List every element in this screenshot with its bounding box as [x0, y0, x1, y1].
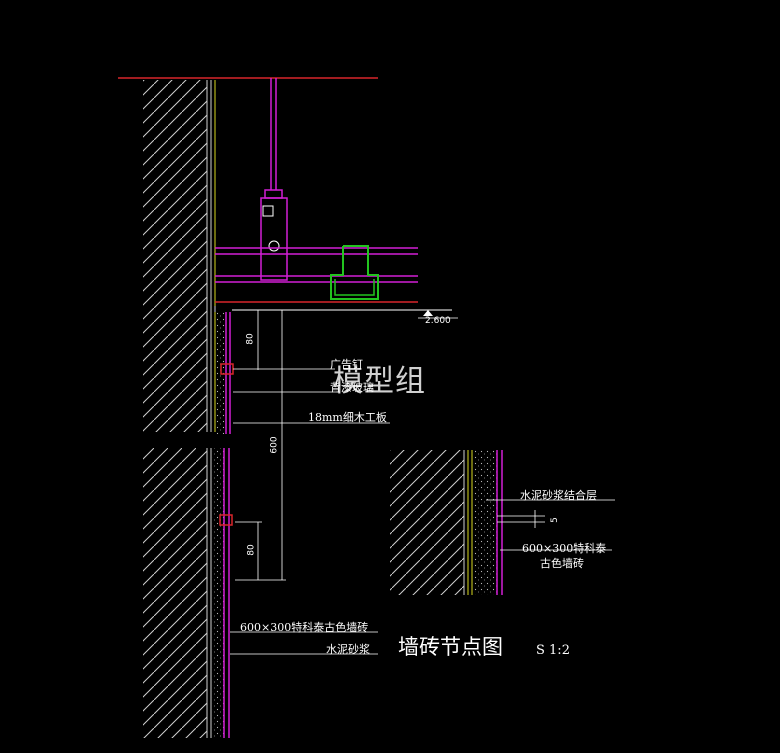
- upper-dim-600: 600: [269, 436, 280, 454]
- drawing-scale: S 1:2: [536, 643, 570, 658]
- label-cement-mortar: 水泥砂浆: [326, 643, 370, 656]
- watermark: 模型组: [333, 364, 426, 399]
- lower-concrete-wall: [143, 448, 233, 738]
- upper-dim-80: 80: [245, 333, 256, 345]
- lower-dimensions: [230, 521, 378, 655]
- label-wall-tile: 600×300特科泰古色墙砖: [240, 621, 369, 634]
- hanger-rod: [260, 78, 288, 281]
- drawing-title: 墙砖节点图: [398, 635, 503, 659]
- upper-dimensions: [233, 310, 390, 580]
- label-detail-tile-1: 600×300特科泰: [522, 542, 607, 555]
- label-back-glass: 背漆玻璃: [330, 381, 374, 394]
- upper-concrete-wall: [143, 80, 216, 432]
- elevation-mark: [232, 309, 458, 319]
- label-detail-tile-2: 古色墙砖: [540, 557, 584, 570]
- label-blockboard: 18mm细木工板: [308, 411, 387, 424]
- detail-section: [390, 450, 615, 595]
- label-bond-layer: 水泥砂浆结合层: [520, 489, 597, 502]
- detail-dim-5: 5: [549, 517, 560, 523]
- label-ad-nail: 广告钉: [330, 358, 363, 371]
- ceiling-keels: [215, 247, 418, 283]
- lower-dim-80: 80: [246, 544, 257, 556]
- elevation-value: 2.600: [425, 316, 451, 326]
- upper-cladding: [216, 312, 234, 434]
- green-channel: [330, 245, 379, 300]
